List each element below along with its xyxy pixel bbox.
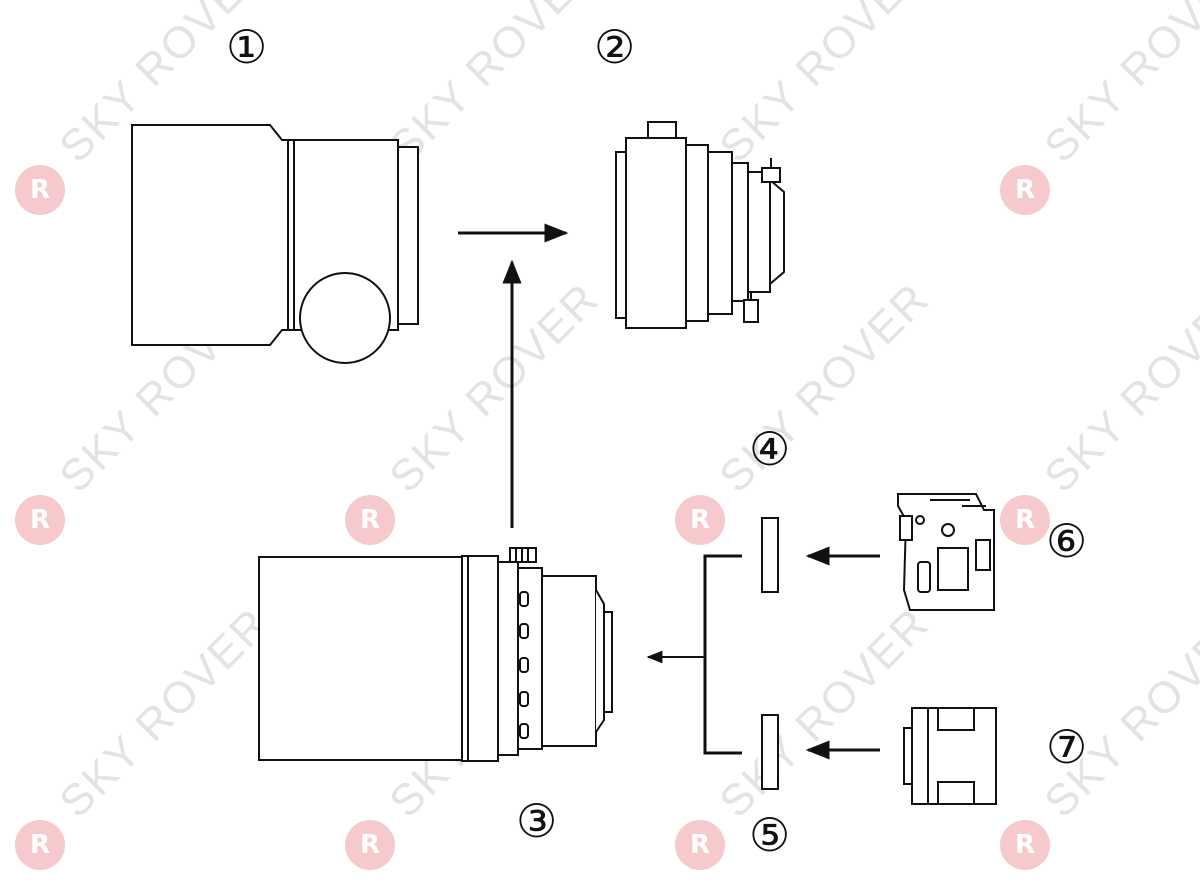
watermark-logo: R <box>15 820 65 870</box>
label-part-5: ⑤ <box>749 808 791 862</box>
watermark-logo: R <box>675 820 725 870</box>
part-3-drawing <box>258 547 613 762</box>
label-part-2: ② <box>594 20 636 74</box>
label-part-6: ⑥ <box>1046 514 1088 568</box>
part-6-drawing <box>897 493 995 611</box>
part-7-drawing <box>903 707 997 805</box>
watermark-logo: R <box>675 495 725 545</box>
arrows-top <box>458 223 569 528</box>
watermark-logo: R <box>345 820 395 870</box>
watermark-logo: R <box>345 495 395 545</box>
part-4-drawing <box>761 517 779 593</box>
part-2-drawing <box>615 121 785 329</box>
label-part-7: ⑦ <box>1046 720 1088 774</box>
watermark-logo: R <box>15 165 65 215</box>
watermark-logo: R <box>1000 165 1050 215</box>
part-5-drawing <box>761 714 779 790</box>
adapter-bracket <box>646 546 880 760</box>
label-part-4: ④ <box>749 422 791 476</box>
watermark-logo: R <box>15 495 65 545</box>
label-part-1: ① <box>226 20 268 74</box>
label-part-3: ③ <box>516 794 558 848</box>
part-1-drawing <box>131 124 419 364</box>
watermark-logo: R <box>1000 495 1050 545</box>
watermark-logo: R <box>1000 820 1050 870</box>
